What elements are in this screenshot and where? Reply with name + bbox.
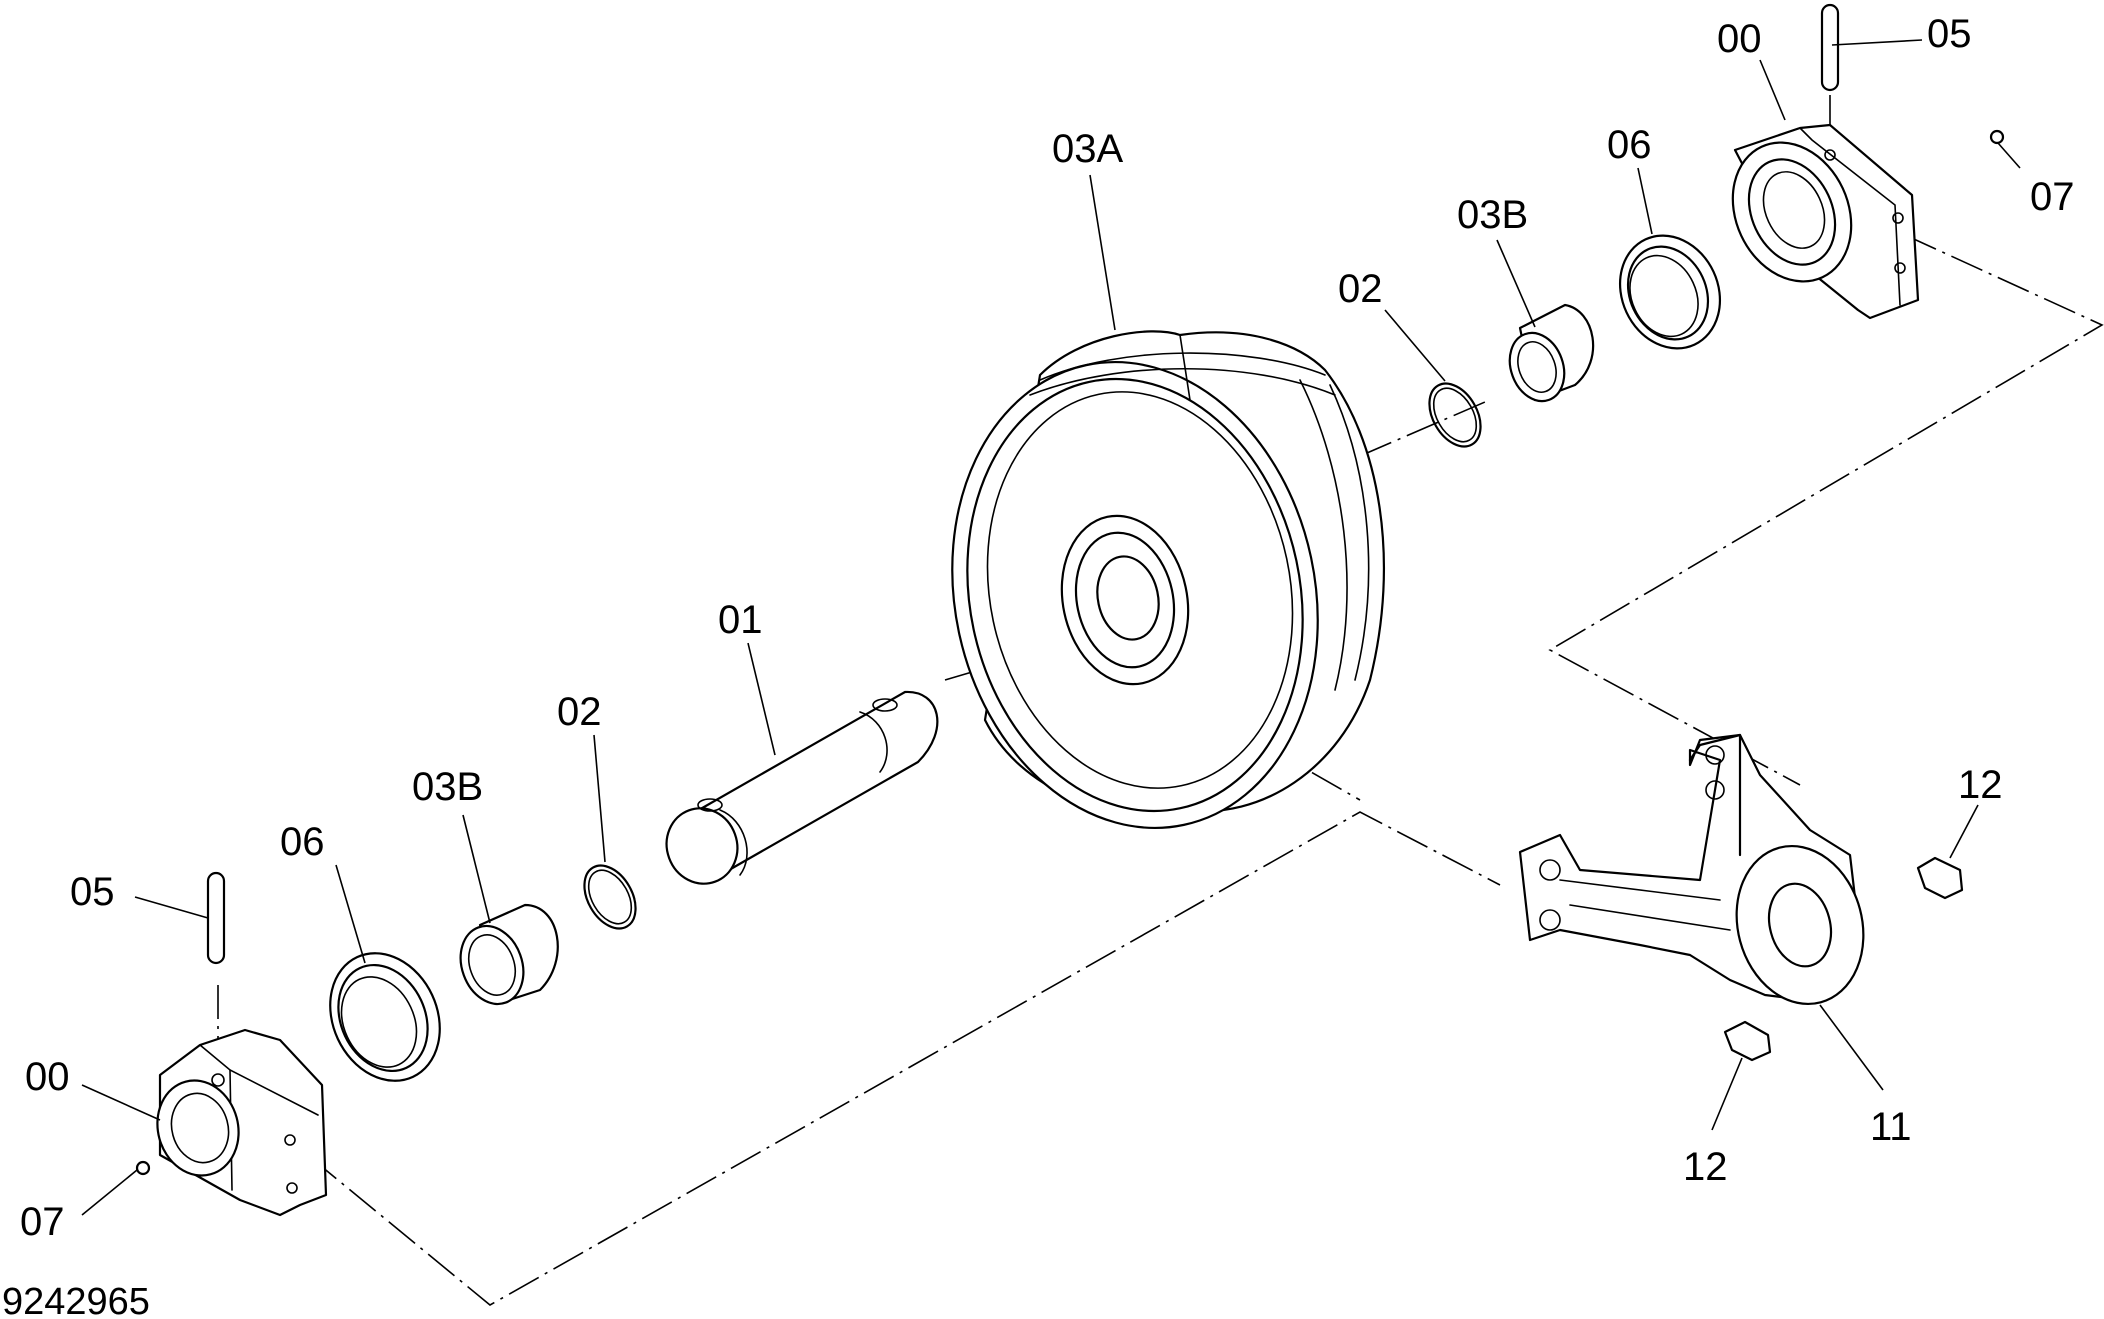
label-07-top: 07 bbox=[2030, 175, 2075, 219]
label-03b-top: 03B bbox=[1457, 193, 1528, 237]
pin-05-top bbox=[1820, 3, 1840, 92]
label-02-bottom: 02 bbox=[557, 690, 602, 734]
label-12-bottom: 12 bbox=[1683, 1145, 1728, 1189]
grease-nipple-07-top bbox=[1989, 129, 2005, 145]
seal-06-bottom bbox=[329, 952, 441, 1082]
pin-05-bottom bbox=[206, 871, 226, 965]
bearing-block-00-bottom bbox=[156, 1028, 328, 1217]
bushing-03b-bottom bbox=[459, 903, 559, 1006]
shaft-01 bbox=[665, 690, 939, 885]
label-06-top: 06 bbox=[1607, 123, 1652, 167]
label-12-right: 12 bbox=[1958, 763, 2003, 807]
label-05-bottom: 05 bbox=[70, 870, 115, 914]
drawing-number: 9242965 bbox=[2, 1281, 150, 1319]
label-11: 11 bbox=[1870, 1105, 1912, 1149]
callout-labels: 00 05 07 06 03B 02 03A 01 02 03B 06 05 0… bbox=[20, 12, 2075, 1244]
label-03b-bottom: 03B bbox=[412, 765, 483, 809]
support-bracket-11 bbox=[1518, 733, 1865, 1006]
bushing-03b-top bbox=[1508, 303, 1595, 403]
idler-wheel-03a bbox=[951, 330, 1386, 829]
o-ring-02-bottom bbox=[583, 864, 637, 930]
label-00-bottom: 00 bbox=[25, 1055, 70, 1099]
o-ring-02-top bbox=[1428, 382, 1482, 448]
label-07-bottom: 07 bbox=[20, 1200, 65, 1244]
bearing-block-00-top bbox=[1731, 123, 1920, 320]
seal-06-top bbox=[1618, 234, 1722, 350]
label-06-bottom: 06 bbox=[280, 820, 325, 864]
label-02-top: 02 bbox=[1338, 267, 1383, 311]
label-00-top: 00 bbox=[1717, 17, 1762, 61]
bolt-12-bottom bbox=[1723, 1020, 1772, 1062]
bolt-12-right bbox=[1916, 856, 1964, 900]
label-01: 01 bbox=[718, 598, 763, 642]
grease-nipple-07-bottom bbox=[135, 1160, 151, 1176]
leader-lines bbox=[81, 39, 2021, 1216]
label-05-top: 05 bbox=[1927, 12, 1972, 56]
label-03a: 03A bbox=[1052, 127, 1123, 171]
